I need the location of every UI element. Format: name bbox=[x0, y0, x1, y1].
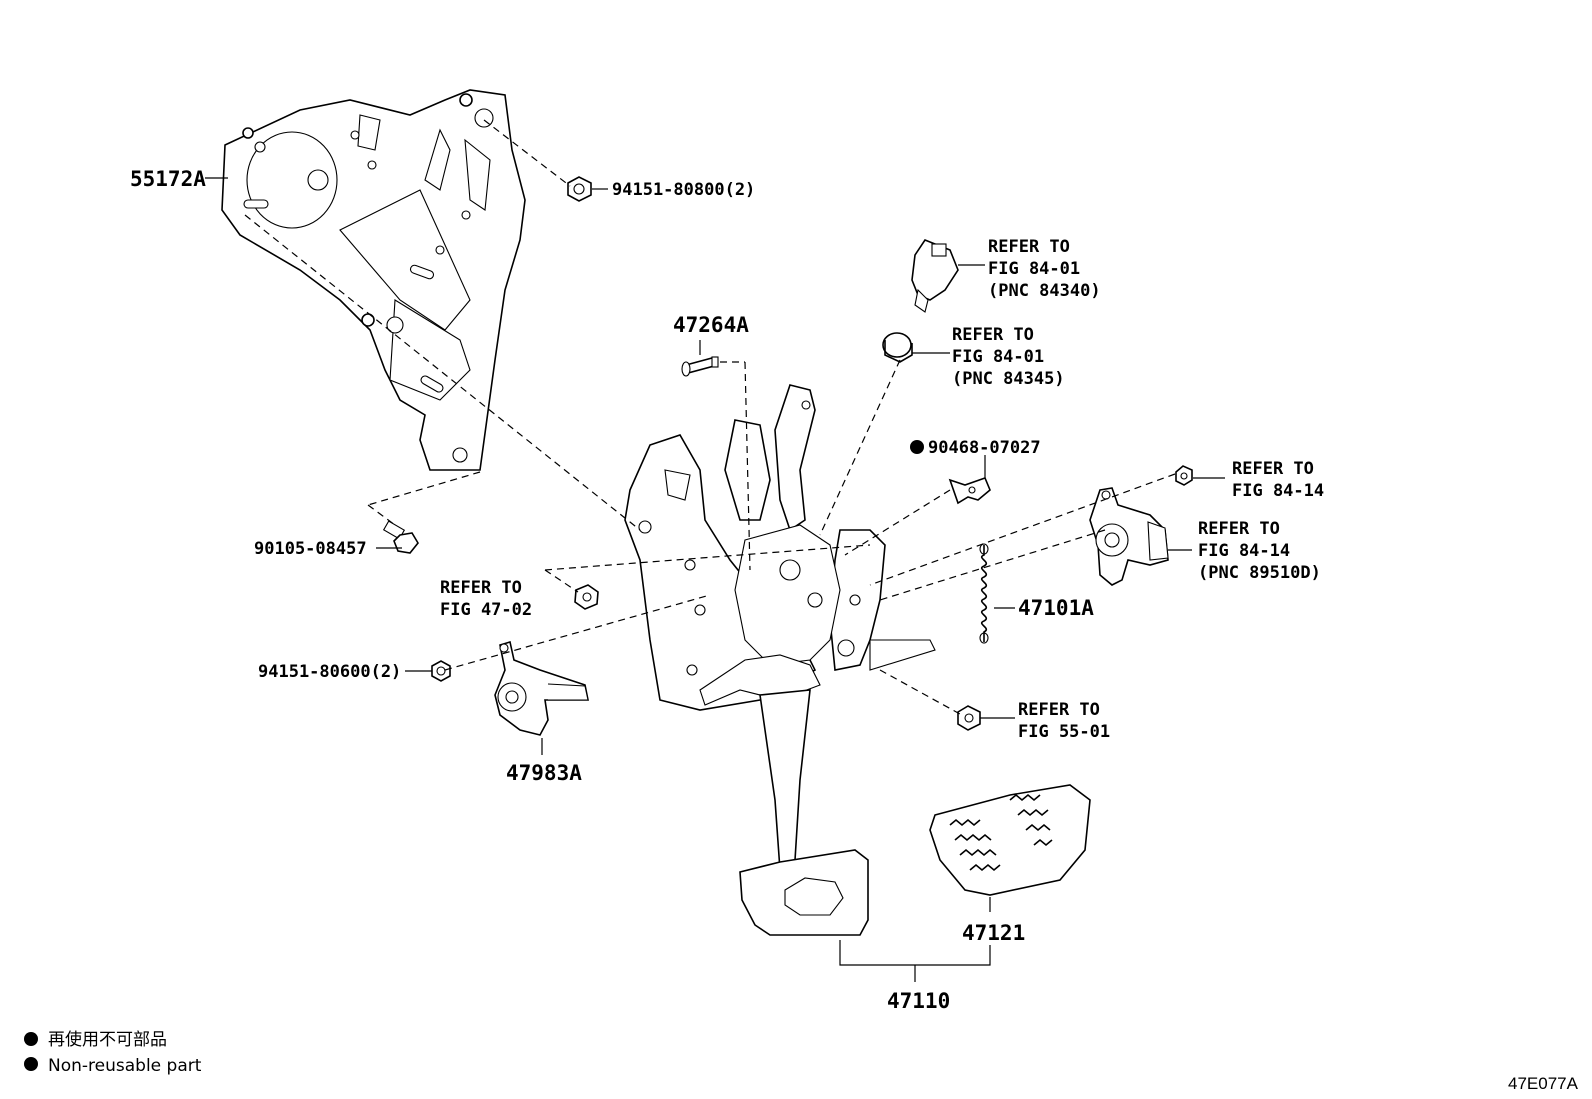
label-90468-07027: 90468-07027 bbox=[928, 438, 1041, 458]
nut-refer-47-02-drawing bbox=[574, 584, 599, 610]
pedal-assembly-drawing bbox=[624, 384, 936, 936]
nut-refer-84-14-drawing bbox=[1175, 465, 1193, 486]
refer-84345-line1: REFER TO bbox=[952, 325, 1034, 345]
pad-cover-47121-drawing bbox=[929, 784, 1091, 896]
refer-47-02-line1: REFER TO bbox=[440, 578, 522, 598]
switch-84340-drawing bbox=[911, 239, 959, 313]
refer-84-14-nut-line2: FIG 84-14 bbox=[1232, 481, 1324, 501]
figure-code: 47E077A bbox=[1508, 1074, 1579, 1093]
label-55172A: 55172A bbox=[130, 167, 206, 191]
clip-90468-07027-drawing bbox=[948, 476, 991, 505]
refer-89510D-line1: REFER TO bbox=[1198, 519, 1280, 539]
bolt-refer-55-01-drawing bbox=[957, 705, 981, 731]
refer-84340-line1: REFER TO bbox=[988, 237, 1070, 257]
legend: 再使用不可部品 Non-reusable part bbox=[24, 1029, 202, 1076]
pin-47264A-drawing bbox=[681, 356, 719, 377]
sensor-47983A-drawing bbox=[494, 640, 589, 736]
bracket-55172A-drawing bbox=[221, 89, 526, 471]
nut-94151-80800-drawing bbox=[567, 176, 592, 202]
refer-89510D: REFER TO FIG 84-14 (PNC 89510D) bbox=[1198, 519, 1321, 583]
nut-94151-80600-drawing bbox=[431, 660, 451, 682]
leader-lines bbox=[205, 177, 1225, 982]
sensor-89510D-drawing bbox=[1089, 487, 1169, 586]
cap-84345-drawing bbox=[882, 332, 913, 363]
label-90105-08457: 90105-08457 bbox=[254, 539, 367, 559]
label-47110: 47110 bbox=[887, 989, 950, 1013]
refer-55-01-line2: FIG 55-01 bbox=[1018, 722, 1110, 742]
legend-dot-jp bbox=[24, 1032, 38, 1046]
refer-55-01: REFER TO FIG 55-01 bbox=[1018, 700, 1110, 742]
refer-84-14-nut: REFER TO FIG 84-14 bbox=[1232, 459, 1324, 501]
refer-84345-line2: FIG 84-01 bbox=[952, 347, 1044, 367]
label-47983A: 47983A bbox=[506, 761, 582, 785]
refer-84340-line3: (PNC 84340) bbox=[988, 281, 1101, 301]
label-47101A: 47101A bbox=[1018, 596, 1094, 620]
refer-55-01-line1: REFER TO bbox=[1018, 700, 1100, 720]
assembly-lines bbox=[244, 119, 1176, 715]
refer-84340-line2: FIG 84-01 bbox=[988, 259, 1080, 279]
refer-89510D-line3: (PNC 89510D) bbox=[1198, 563, 1321, 583]
refer-84340: REFER TO FIG 84-01 (PNC 84340) bbox=[988, 237, 1101, 301]
refer-84345: REFER TO FIG 84-01 (PNC 84345) bbox=[952, 325, 1065, 389]
refer-47-02-line2: FIG 47-02 bbox=[440, 600, 532, 620]
refer-47-02: REFER TO FIG 47-02 bbox=[440, 578, 532, 620]
spring-47101A-drawing bbox=[979, 543, 989, 644]
label-94151-80600: 94151-80600(2) bbox=[258, 662, 401, 682]
legend-text-jp: 再使用不可部品 bbox=[48, 1029, 167, 1050]
legend-dot-en bbox=[24, 1057, 38, 1071]
label-47264A: 47264A bbox=[673, 313, 749, 337]
label-94151-80800: 94151-80800(2) bbox=[612, 180, 755, 200]
refer-89510D-line2: FIG 84-14 bbox=[1198, 541, 1290, 561]
label-47121: 47121 bbox=[962, 921, 1025, 945]
refer-84-14-nut-line1: REFER TO bbox=[1232, 459, 1314, 479]
non-reusable-dot-90468 bbox=[910, 440, 924, 454]
legend-text-en: Non-reusable part bbox=[48, 1056, 202, 1076]
refer-84345-line3: (PNC 84345) bbox=[952, 369, 1065, 389]
